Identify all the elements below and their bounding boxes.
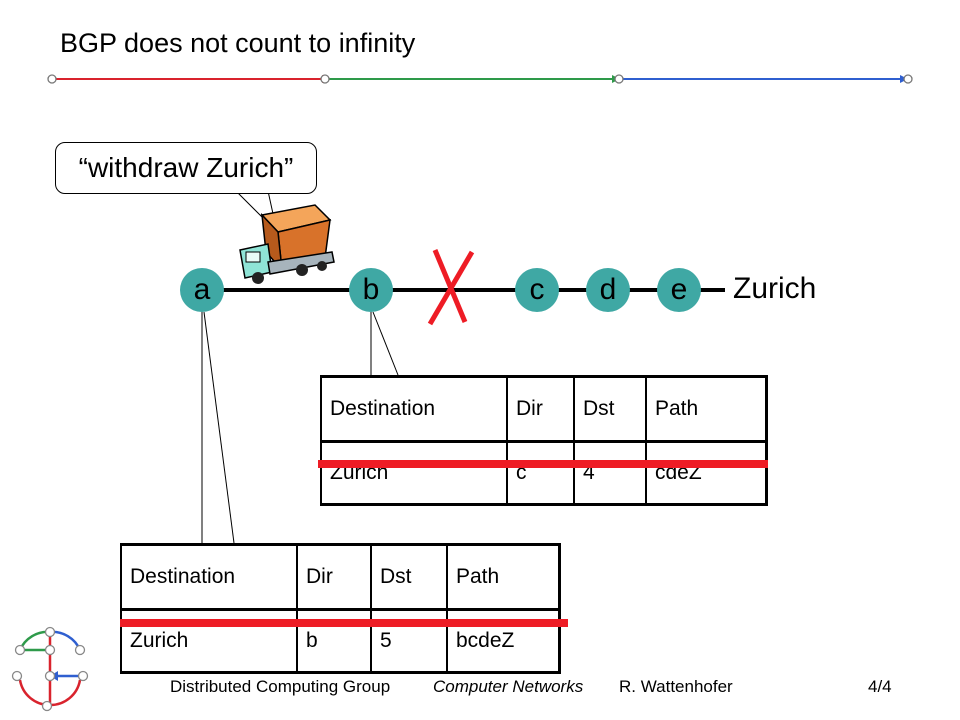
bar-node-2 (320, 74, 330, 84)
dcg-logo-icon (11, 626, 89, 712)
header-bar (47, 74, 913, 84)
table-header-row: Destination Dir Dst Path (320, 375, 768, 443)
truck-wheel-back (317, 261, 327, 271)
cell-destination: Zurich (320, 441, 507, 506)
header-dir: Dir (296, 543, 371, 611)
node-d: d (586, 268, 630, 312)
footer-group: Distributed Computing Group (170, 677, 391, 696)
header-destination: Destination (120, 543, 297, 611)
page-number: 4/4 (868, 677, 892, 696)
header-dst: Dst (370, 543, 447, 611)
truck-icon (239, 204, 335, 284)
slide-title: BGP does not count to infinity (60, 28, 416, 58)
withdraw-callout: “withdraw Zurich” (55, 142, 317, 194)
cell-dst: 4 (573, 441, 646, 506)
strike-row-b (318, 460, 768, 468)
table-row: Zurich c 4 cdeZ (320, 441, 768, 506)
node-b: b (349, 268, 393, 312)
truck-wheel-rear (296, 264, 308, 276)
bar-node-3 (614, 74, 624, 84)
bar-node-1 (47, 74, 57, 84)
leader-b-2 (372, 311, 399, 376)
header-dir: Dir (506, 375, 574, 443)
routing-table-b: Destination Dir Dst Path Zurich c 4 cdeZ (320, 375, 768, 506)
truck-wheel-front (252, 272, 264, 284)
footer-author: R. Wattenhofer (619, 677, 733, 696)
bar-node-4 (903, 74, 913, 84)
header-destination: Destination (320, 375, 507, 443)
header-path: Path (645, 375, 768, 443)
leader-a-2 (203, 311, 235, 544)
strike-row-a (120, 619, 568, 627)
broken-link-x (427, 249, 475, 326)
destination-label: Zurich (733, 272, 817, 305)
node-a: a (180, 268, 224, 312)
cell-path: cdeZ (645, 441, 768, 506)
header-path: Path (446, 543, 561, 611)
table-header-row: Destination Dir Dst Path (120, 543, 561, 611)
footer-course: Computer Networks (433, 677, 584, 696)
routing-table-a: Destination Dir Dst Path Zurich b 5 bcde… (120, 543, 561, 674)
cell-dir: c (506, 441, 574, 506)
header-dst: Dst (573, 375, 646, 443)
node-c: c (515, 268, 559, 312)
node-e: e (657, 268, 701, 312)
